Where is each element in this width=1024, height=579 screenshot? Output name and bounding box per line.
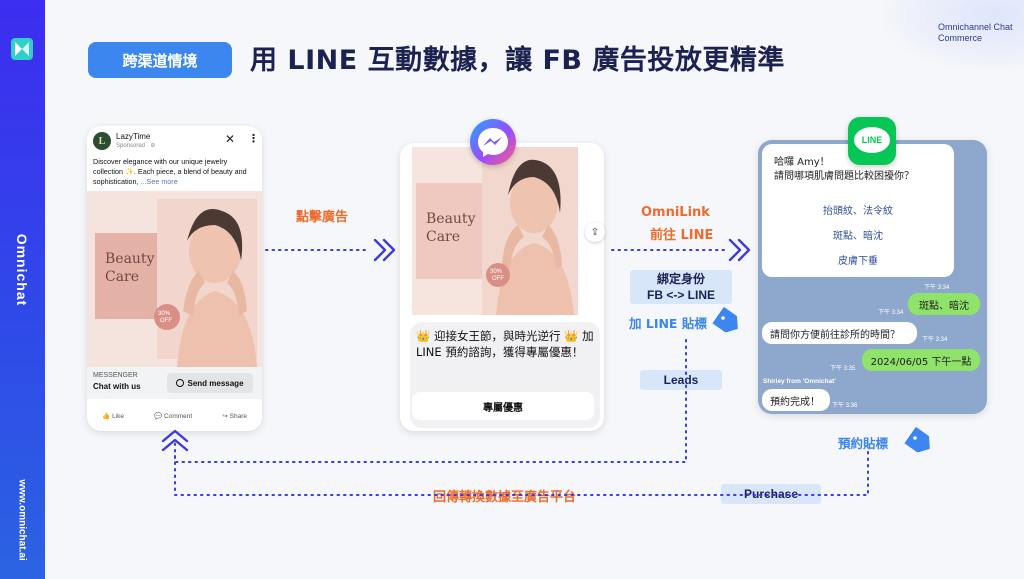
messenger-icon: [470, 119, 516, 165]
messenger-image-title-2: Care: [426, 229, 460, 245]
messenger-badge-off: OFF: [492, 276, 504, 282]
timestamp: 下午 3:34: [924, 285, 950, 291]
click-ad-label: 點擊廣告: [296, 210, 349, 225]
line-logo-text: LINE: [854, 127, 890, 153]
omnichat-logo-icon: [11, 38, 33, 60]
option-wrinkles[interactable]: 抬頭紋、法令紋: [823, 206, 893, 217]
share-icon[interactable]: ⇪: [585, 222, 605, 242]
chat-cta: Chat with us: [93, 382, 141, 391]
see-more-link[interactable]: ...See more: [140, 177, 178, 186]
messenger-small-icon: [176, 379, 185, 387]
thumbs-up-icon: 👍: [101, 413, 111, 420]
like-button[interactable]: 👍Like: [102, 408, 124, 424]
ad-actions: 👍Like 💬Comment ↪Share: [87, 408, 262, 424]
add-line-tag-label: 加 LINE 貼標: [629, 316, 707, 331]
like-label: Like: [112, 412, 124, 420]
send-message-button[interactable]: Send message: [167, 373, 253, 393]
messenger-message: 👑 迎接女王節，與時光逆行 👑 加 LINE 預約諮詢，獲得專屬優惠！: [416, 329, 594, 359]
ad-image[interactable]: Beauty Care 30% OFF: [87, 191, 262, 367]
timestamp: 下午 3:35: [830, 366, 856, 372]
timestamp: 下午 3:34: [922, 337, 948, 343]
user-reply-time: 2024/06/05 下午一點: [862, 349, 980, 371]
bind-identity-pill: 綁定身份 FB <-> LINE: [630, 270, 732, 304]
booking-confirm: 預約完成！: [762, 389, 830, 411]
page-name[interactable]: LazyTime: [116, 132, 151, 141]
messenger-ad-image[interactable]: Beauty Care 30% OFF: [412, 147, 578, 315]
leads-pill: Leads: [640, 370, 722, 390]
messenger-message-bubble: 👑 迎接女王節，與時光逆行 👑 加 LINE 預約諮詢，獲得專屬優惠！ 專屬優惠: [410, 322, 600, 428]
sender-name: Shirley from 'Omnichat': [763, 378, 836, 385]
user-reply-spots: 斑點、暗沈: [908, 293, 980, 315]
corner-decoration: [884, 0, 1024, 70]
omnilink-label: OmniLink: [641, 205, 710, 220]
comment-button[interactable]: 💬Comment: [154, 408, 192, 424]
corner-text: Omnichannel Chat Commerce: [938, 22, 1013, 43]
messenger-label: MESSENGER: [93, 372, 138, 379]
booking-tag-label: 預約貼標: [838, 436, 889, 451]
page-title: 用 LINE 互動數據，讓 FB 廣告投放更精準: [250, 45, 785, 76]
purchase-pill: Purchase: [721, 484, 821, 504]
messenger-badge-percent: 30%: [490, 269, 503, 275]
ad-body: Discover elegance with our unique jewelr…: [93, 157, 247, 186]
ad-text: Discover elegance with our unique jewelr…: [93, 157, 258, 187]
brand-site: www.omnichat.ai: [16, 479, 28, 561]
facebook-ad-card[interactable]: L LazyTime Sponsored · ⊘ ✕ ⋮ Discover el…: [87, 126, 262, 431]
page-avatar: L: [93, 132, 111, 150]
exclusive-offer-button[interactable]: 專屬優惠: [412, 392, 594, 420]
tag-icon: [712, 306, 738, 333]
image-title-2: Care: [105, 269, 139, 285]
share-button[interactable]: ↪Share: [222, 408, 247, 424]
messenger-image-title-1: Beauty: [426, 211, 476, 227]
option-spots[interactable]: 斑點、暗沈: [833, 231, 883, 242]
go-line-label: 前往 LINE: [650, 228, 714, 243]
timestamp: 下午 3:36: [832, 403, 858, 409]
line-greeting: 哈囉 Amy！ 請問哪項肌膚問題比較困擾你？: [774, 156, 949, 184]
sponsored-label: Sponsored · ⊘: [116, 143, 156, 149]
scenario-tag: 跨渠道情境: [88, 42, 232, 78]
return-data-label: 回傳轉換數據至廣告平台: [433, 490, 577, 505]
image-title-1: Beauty: [105, 251, 155, 267]
agent-question: 請問你方便前往診所的時間？: [762, 322, 917, 344]
line-icon: LINE: [848, 117, 896, 165]
line-survey-message: 哈囉 Amy！ 請問哪項肌膚問題比較困擾你？ 抬頭紋、法令紋 斑點、暗沈 皮膚下…: [762, 144, 954, 277]
comment-icon: 💬: [153, 413, 163, 420]
more-options-icon[interactable]: ⋮: [248, 132, 259, 145]
timestamp: 下午 3:34: [878, 310, 904, 316]
send-message-label: Send message: [187, 378, 244, 388]
tag-icon: [904, 426, 930, 453]
badge-off: OFF: [160, 318, 172, 324]
sidebar: Omnichat www.omnichat.ai: [0, 0, 45, 579]
bind-line-1: 綁定身份: [656, 272, 705, 286]
ad-header: L LazyTime Sponsored · ⊘ ✕ ⋮: [93, 132, 259, 154]
share-label: Share: [229, 412, 247, 420]
chevron-up-icon: [161, 429, 189, 452]
greeting-line-2: 請問哪項肌膚問題比較困擾你？: [774, 171, 914, 182]
badge-percent: 30%: [158, 311, 171, 317]
bind-line-2: FB <-> LINE: [646, 288, 715, 302]
comment-label: Comment: [164, 412, 193, 420]
option-sagging[interactable]: 皮膚下垂: [838, 256, 878, 267]
brand-name: Omnichat: [14, 233, 30, 307]
messenger-bar: MESSENGER Chat with us Send message: [87, 367, 262, 399]
close-icon[interactable]: ✕: [225, 132, 236, 146]
greeting-line-1: 哈囉 Amy！: [774, 157, 830, 168]
share-icon: ↪: [222, 413, 228, 420]
